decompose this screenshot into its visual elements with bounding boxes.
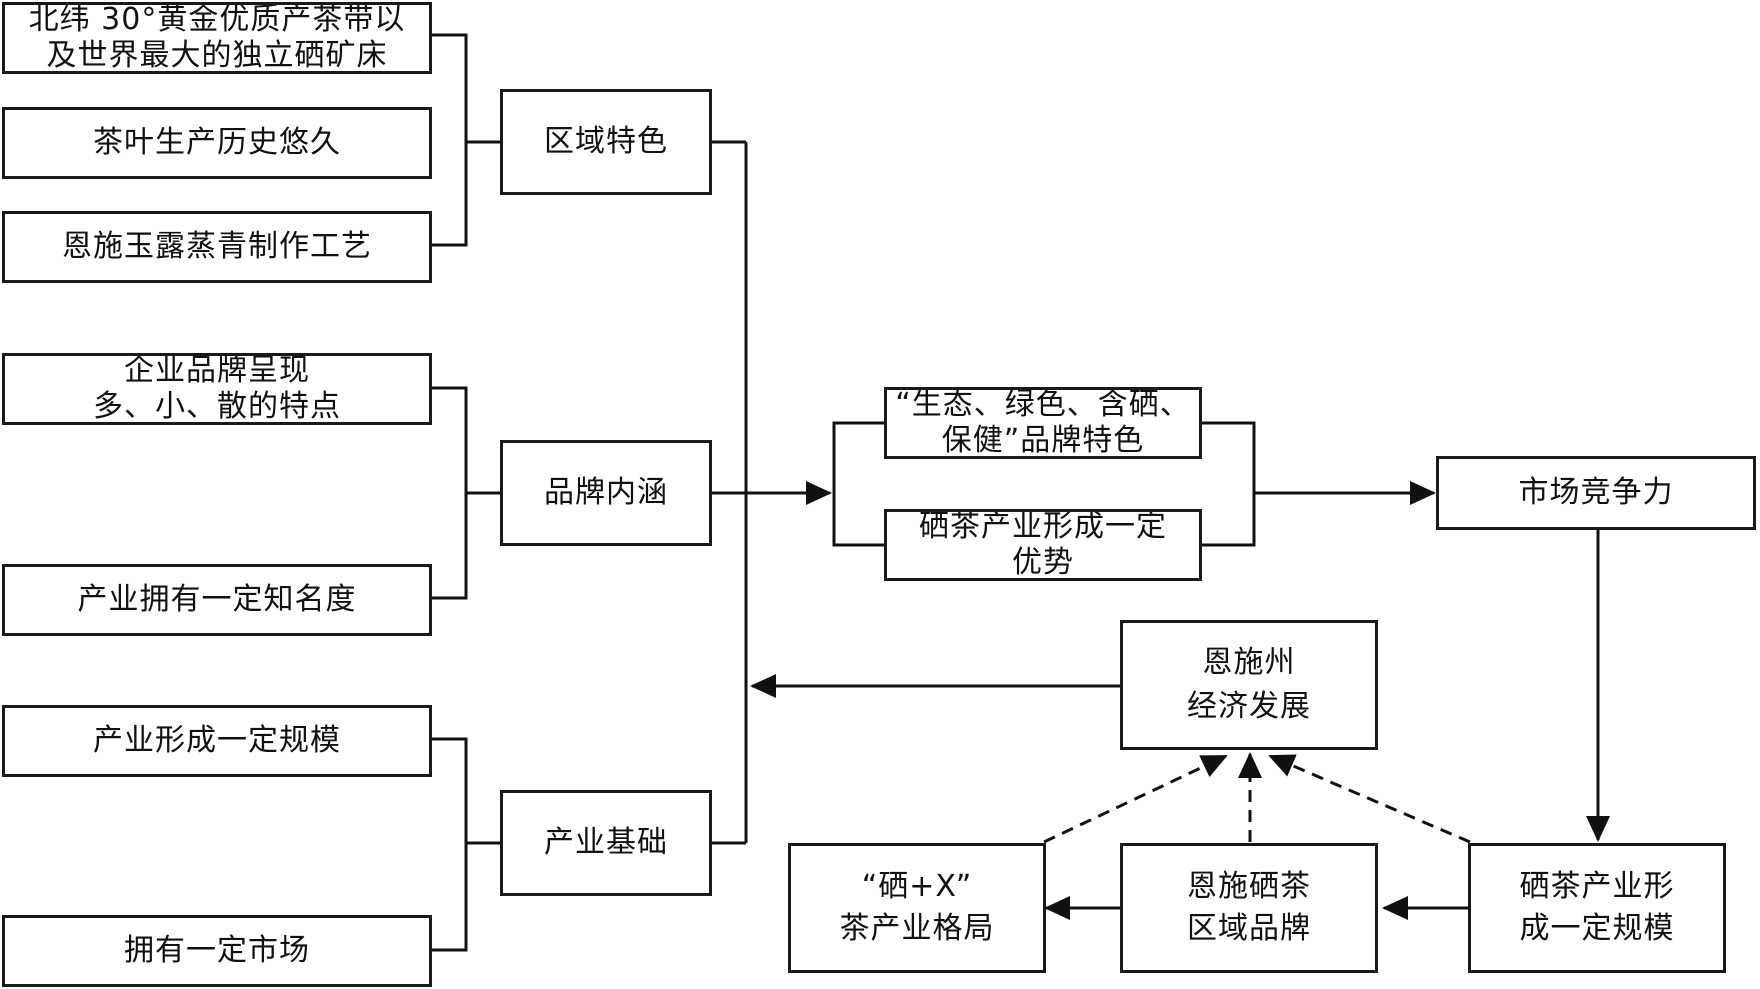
industry-scale-box: 硒茶产业形 成一定规模 (1468, 843, 1726, 973)
text-line: 多、小、散的特点 (93, 389, 341, 424)
factor-enterprise-brand: 企业品牌呈现 多、小、散的特点 (2, 353, 432, 425)
text-line: 茶产业格局 (839, 911, 995, 946)
text-line: 恩施州 (1202, 645, 1296, 680)
text-line: 拥有一定市场 (124, 933, 310, 968)
market-competitiveness-box: 市场竞争力 (1436, 456, 1756, 530)
bracket-group-1 (430, 33, 468, 247)
group-brand-connotation: 品牌内涵 (500, 440, 712, 546)
text-line: 恩施硒茶 (1187, 869, 1311, 904)
text-line: 优势 (1012, 545, 1074, 580)
factor-reputation: 产业拥有一定知名度 (2, 564, 432, 636)
industry-advantage-box: 硒茶产业形成一定 优势 (884, 509, 1202, 581)
text-line: 区域品牌 (1187, 911, 1311, 946)
text-line: 品牌内涵 (544, 475, 668, 510)
factor-selenium-belt: 北纬 30°黄金优质产茶带以 及世界最大的独立硒矿床 (2, 2, 432, 74)
bracket-group-2 (430, 386, 468, 600)
factor-market: 拥有一定市场 (2, 915, 432, 987)
regional-brand-box: 恩施硒茶 区域品牌 (1120, 843, 1378, 973)
factor-tea-history: 茶叶生产历史悠久 (2, 107, 432, 179)
text-line: “生态、绿色、含硒、 (895, 387, 1191, 422)
text-line: 及世界最大的独立硒矿床 (46, 38, 388, 73)
text-line: 硒茶产业形成一定 (919, 509, 1167, 544)
group-regional-features: 区域特色 (500, 89, 712, 195)
text-line: 区域特色 (544, 124, 668, 159)
text-line: 保健”品牌特色 (941, 423, 1145, 458)
brand-features-box: “生态、绿色、含硒、 保健”品牌特色 (884, 387, 1202, 459)
bracket-group-3 (430, 737, 468, 952)
factor-yulu-craft: 恩施玉露蒸青制作工艺 (2, 211, 432, 283)
text-line: 市场竞争力 (1518, 475, 1674, 510)
text-line: 产业基础 (544, 825, 668, 860)
text-line: 产业拥有一定知名度 (77, 582, 357, 617)
group-industry-foundation: 产业基础 (500, 790, 712, 896)
text-line: 经济发展 (1187, 689, 1311, 724)
factor-industry-scale: 产业形成一定规模 (2, 705, 432, 777)
text-line: 硒茶产业形 (1519, 869, 1675, 904)
text-line: 恩施玉露蒸青制作工艺 (62, 229, 372, 264)
text-line: 企业品牌呈现 (124, 353, 310, 388)
selenium-x-pattern-box: “硒+X” 茶产业格局 (788, 843, 1046, 973)
economic-development-box: 恩施州 经济发展 (1120, 620, 1378, 750)
text-line: 茶叶生产历史悠久 (93, 125, 341, 160)
text-line: “硒+X” (861, 869, 973, 904)
text-line: 成一定规模 (1519, 911, 1675, 946)
text-line: 产业形成一定规模 (93, 723, 341, 758)
text-line: 北纬 30°黄金优质产茶带以 (28, 2, 406, 37)
